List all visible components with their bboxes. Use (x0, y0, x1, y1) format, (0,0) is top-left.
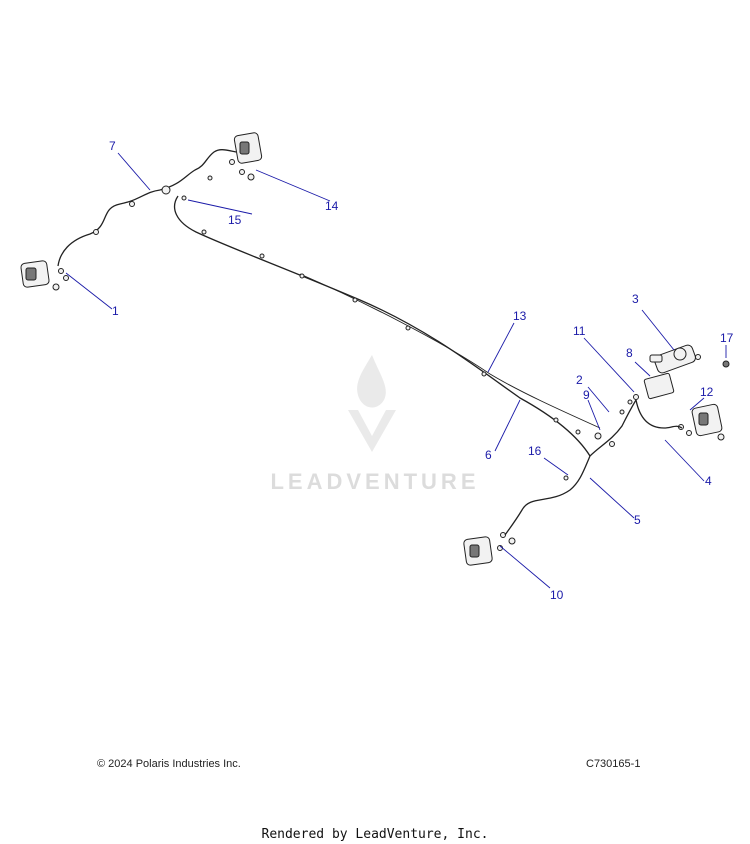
callout-4[interactable]: 4 (705, 474, 712, 488)
brake-valve-block[interactable] (619, 372, 675, 415)
copyright-text: © 2024 Polaris Industries Inc. (97, 758, 241, 770)
callout-1[interactable]: 1 (112, 304, 119, 318)
callout-17[interactable]: 17 (720, 331, 734, 345)
caliper-front-right[interactable] (229, 132, 263, 181)
brake-lines (57, 149, 683, 536)
callout-8[interactable]: 8 (626, 346, 633, 360)
callout-5[interactable]: 5 (634, 513, 641, 527)
callout-2[interactable]: 2 (576, 373, 583, 387)
caliper-rear-right[interactable] (678, 403, 725, 441)
callout-11[interactable]: 11 (573, 324, 586, 338)
callout-6[interactable]: 6 (485, 448, 492, 462)
callout-13[interactable]: 13 (513, 309, 527, 323)
watermark: LEADVENTURE (270, 355, 479, 494)
callout-10[interactable]: 10 (550, 588, 564, 602)
callout-15[interactable]: 15 (228, 213, 242, 227)
watermark-logo-icon (348, 355, 396, 452)
master-cylinder[interactable] (649, 344, 730, 375)
caliper-rear-left[interactable] (463, 532, 516, 566)
caliper-front-left[interactable] (20, 260, 69, 291)
watermark-text: LEADVENTURE (270, 469, 479, 494)
callouts: 1 2 3 4 5 6 7 8 9 10 11 12 13 14 15 16 1… (109, 139, 734, 602)
diagram-id: C730165-1 (586, 758, 641, 770)
leader-lines (65, 152, 727, 589)
callout-14[interactable]: 14 (325, 199, 339, 213)
callout-7[interactable]: 7 (109, 139, 116, 153)
rendered-by-text: Rendered by LeadVenture, Inc. (261, 827, 489, 842)
callout-9[interactable]: 9 (583, 388, 590, 402)
callout-16[interactable]: 16 (528, 444, 542, 458)
callout-3[interactable]: 3 (632, 292, 639, 306)
callout-12[interactable]: 12 (700, 385, 714, 399)
